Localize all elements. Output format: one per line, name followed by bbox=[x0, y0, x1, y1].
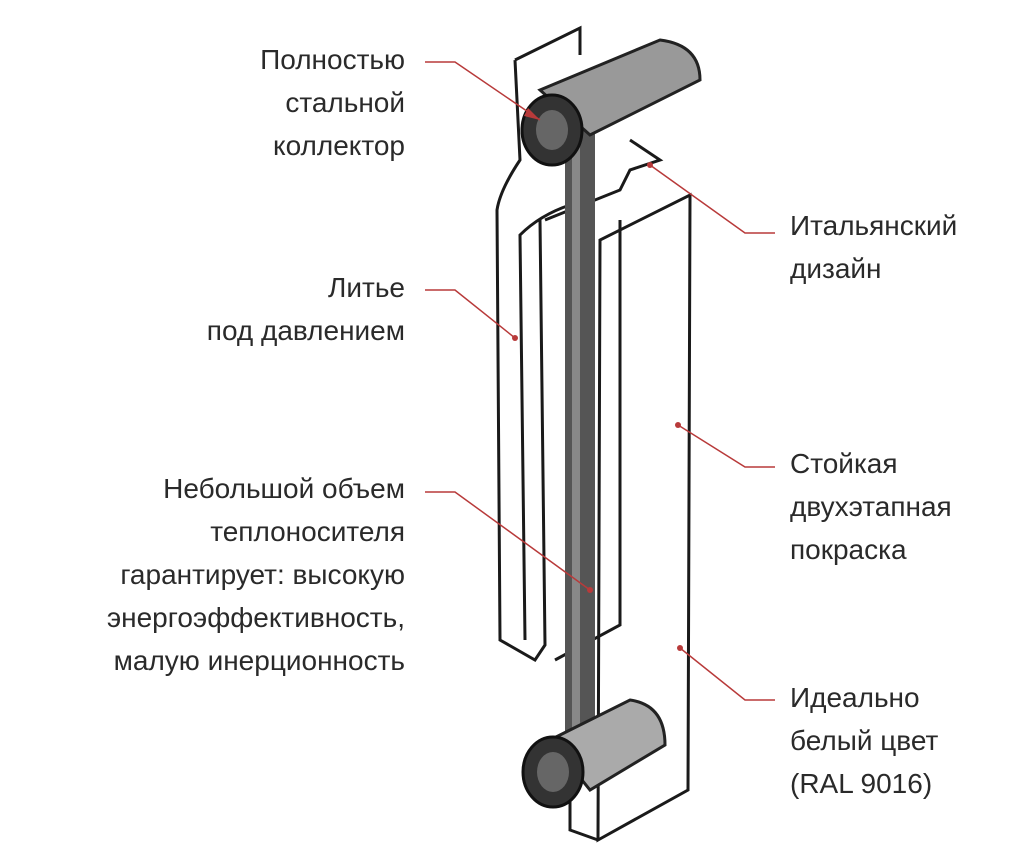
leader-dots bbox=[512, 108, 683, 651]
label-low-volume: Небольшой объем теплоносителя гарантируе… bbox=[107, 467, 405, 682]
label-two-stage-paint: Стойкая двухэтапная покраска bbox=[790, 442, 952, 571]
label-line: покраска bbox=[790, 534, 907, 565]
leader-paint bbox=[677, 424, 775, 468]
label-line: энергоэффективность, bbox=[106, 602, 405, 633]
top-collector bbox=[520, 38, 702, 167]
label-line: Стойкая bbox=[790, 448, 898, 479]
leader-volume bbox=[425, 491, 591, 591]
bottom-collector bbox=[521, 698, 667, 809]
label-line: теплоносителя bbox=[210, 516, 405, 547]
label-white-color: Идеально белый цвет (RAL 9016) bbox=[790, 676, 938, 805]
central-pipe bbox=[565, 130, 595, 750]
leader-color bbox=[679, 647, 775, 701]
label-line: Полностью bbox=[260, 44, 405, 75]
label-line: Идеально bbox=[790, 682, 920, 713]
label-line: белый цвет bbox=[790, 725, 939, 756]
label-steel-collector: Полностью стальной коллектор bbox=[260, 38, 405, 167]
leader-lines bbox=[425, 61, 775, 701]
label-line: стальной bbox=[285, 87, 405, 118]
label-line: коллектор bbox=[273, 130, 405, 161]
label-line: дизайн bbox=[790, 253, 882, 284]
leader-collector bbox=[425, 61, 541, 121]
label-line: двухэтапная bbox=[790, 491, 952, 522]
label-pressure-casting: Литье под давлением bbox=[207, 266, 405, 352]
label-line: Небольшой объем bbox=[163, 473, 405, 504]
label-line: Итальянский bbox=[790, 210, 958, 241]
leader-design bbox=[649, 164, 775, 234]
label-line: под давлением bbox=[206, 315, 405, 346]
label-line: малую инерционность bbox=[113, 645, 405, 676]
label-line: (RAL 9016) bbox=[790, 768, 933, 799]
label-italian-design: Итальянский дизайн bbox=[790, 204, 957, 290]
leader-casting bbox=[425, 289, 516, 339]
label-line: Литье bbox=[328, 272, 405, 303]
label-line: гарантирует: высокую bbox=[120, 559, 405, 590]
